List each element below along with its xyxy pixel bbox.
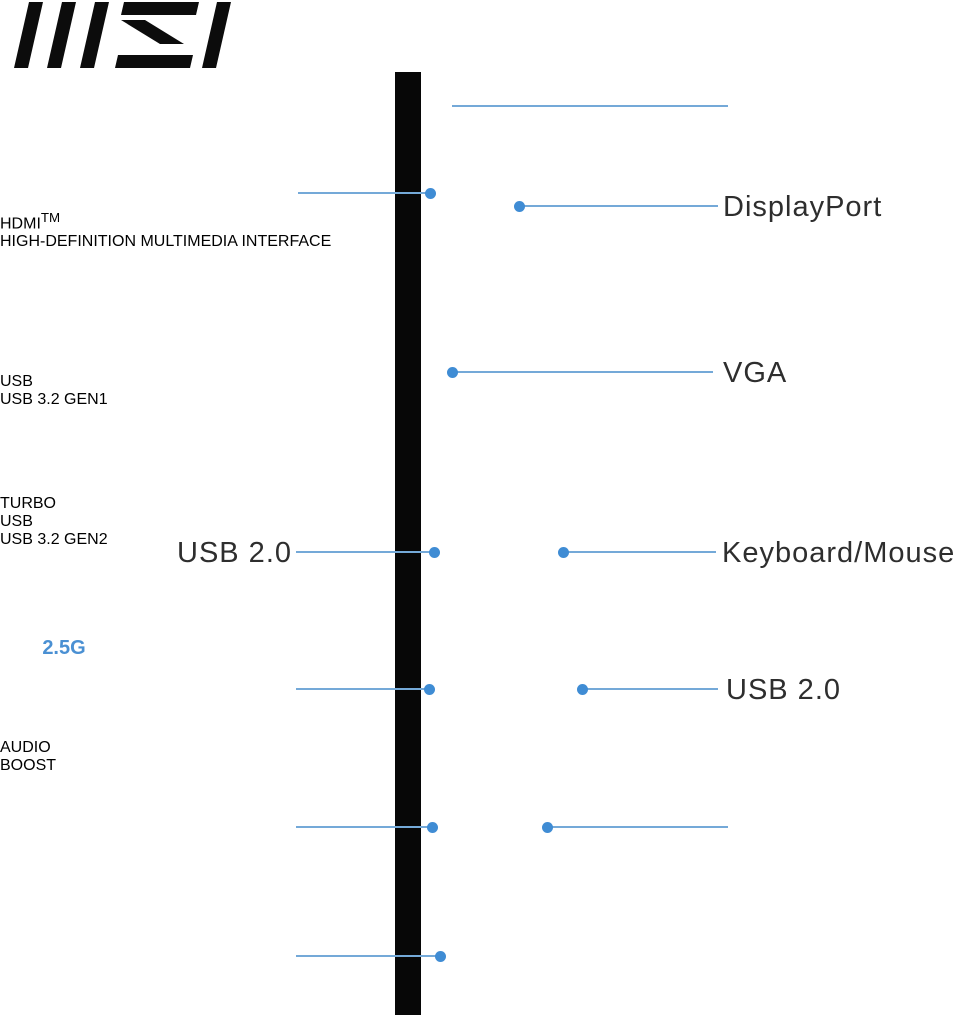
bios-flashback-badge: BIOS <box>0 251 970 373</box>
turbo-usb32-gen2-badge: TURBO USB USB 3.2 GEN2 <box>0 495 970 617</box>
label-displayport: DisplayPort <box>723 191 883 223</box>
usb32-gen2-badge-title: USB 3.2 GEN2 <box>0 531 108 549</box>
callout-dot-usb20-left <box>429 547 440 558</box>
audio-badge-line2: BOOST <box>0 757 57 775</box>
audio-badge-line1: AUDIO <box>0 739 51 757</box>
callout-dot-lan <box>542 822 553 833</box>
usb-logo-chip: USB <box>0 373 33 391</box>
flash-bios-button <box>414 88 452 126</box>
usb32-gen1-badge-title: USB 3.2 GEN1 <box>0 391 108 409</box>
lan-rj45-icon: 2.5G <box>20 634 108 723</box>
label-keyboard-mouse: Keyboard/Mouse <box>722 537 956 569</box>
callout-line-vga <box>453 371 713 373</box>
callout-dot-hdmi <box>425 188 436 199</box>
label-usb20-right: USB 2.0 <box>726 674 841 706</box>
msi-logo <box>14 2 231 68</box>
callout-line-keyboard-mouse <box>566 551 716 553</box>
callout-line-turbo-usb <box>296 826 434 828</box>
callout-dot-keyboard-mouse <box>558 547 569 558</box>
callout-line-usb20-left <box>296 551 436 553</box>
usb32-gen1-badge: USB USB 3.2 GEN1 <box>0 373 970 495</box>
callout-dot-usb32gen1 <box>424 684 435 695</box>
lan-speed-text: 2.5G <box>42 637 85 659</box>
bios-refresh-icon: BIOS <box>24 259 103 364</box>
io-shield-edge <box>395 72 421 1015</box>
callout-dot-audio <box>435 951 446 962</box>
label-vga: VGA <box>723 357 788 389</box>
hdmi-logo-subtitle: HIGH-DEFINITION MULTIMEDIA INTERFACE <box>0 233 332 251</box>
callout-dot-turbo-usb <box>427 822 438 833</box>
turbo-word: TURBO <box>0 495 56 513</box>
label-usb20-left: USB 2.0 <box>177 537 292 569</box>
callout-line-usb20-right <box>582 688 718 690</box>
callout-dot-displayport <box>514 201 525 212</box>
lan-25g-badge: 2.5G <box>0 617 970 739</box>
callout-dot-vga <box>447 367 458 378</box>
trademark-symbol: TM <box>40 210 61 225</box>
hdmi-logo: HDMITM HIGH-DEFINITION MULTIMEDIA INTERF… <box>0 210 970 251</box>
callout-line-lan <box>548 826 728 828</box>
bios-badge-text: BIOS <box>40 303 86 324</box>
displayport-port <box>0 104 46 210</box>
hdmi-logo-text: HDMI <box>0 215 41 233</box>
usb-logo-chip: USB <box>0 513 33 531</box>
callout-dot-usb20-right <box>577 684 588 695</box>
audio-boost-badge: AUDIO BOOST <box>0 739 970 860</box>
callout-line-bios <box>452 105 728 107</box>
callout-line-hdmi <box>298 192 432 194</box>
callout-line-audio <box>296 955 442 957</box>
callout-line-displayport <box>520 205 718 207</box>
callout-line-usb32gen1 <box>296 688 432 690</box>
